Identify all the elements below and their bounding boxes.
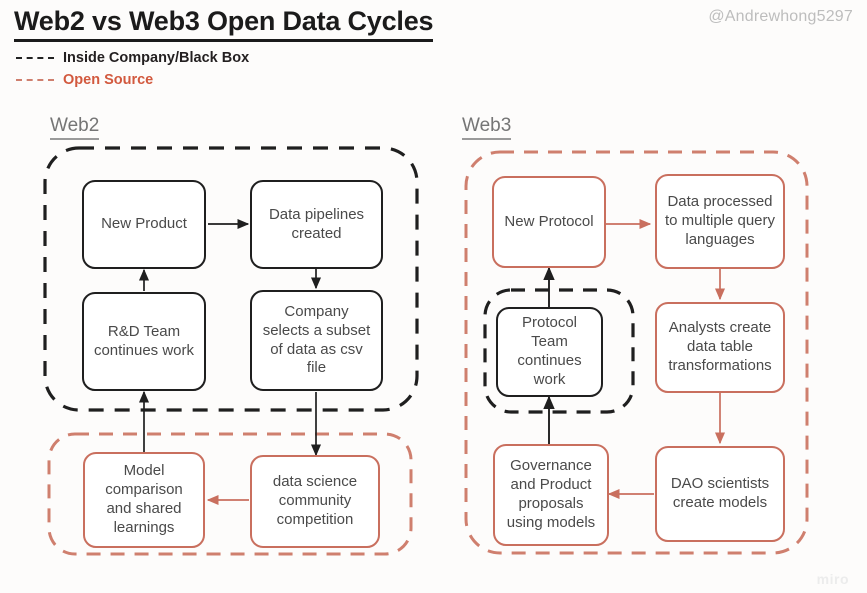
miro-watermark: miro xyxy=(816,571,849,587)
node-analysts-create[interactable]: Analysts create data table transformatio… xyxy=(655,302,785,393)
node-data-science-comp[interactable]: data science community competition xyxy=(250,455,380,548)
node-new-protocol[interactable]: New Protocol xyxy=(492,176,606,268)
column-title-web3: Web3 xyxy=(462,115,512,140)
node-rd-team[interactable]: R&D Team continues work xyxy=(82,292,206,391)
node-protocol-team[interactable]: Protocol Team continues work xyxy=(496,307,603,397)
column-title-web2: Web2 xyxy=(50,115,100,140)
dashed-line-icon xyxy=(16,57,54,59)
dashed-line-icon xyxy=(16,79,54,81)
legend-label: Open Source xyxy=(63,72,154,88)
legend-item-inside-company: Inside Company/Black Box xyxy=(16,50,249,66)
page-title: Web2 vs Web3 Open Data Cycles xyxy=(14,6,434,43)
node-data-processed[interactable]: Data processed to multiple query languag… xyxy=(655,174,785,269)
author-handle-watermark: @Andrewhong5297 xyxy=(708,8,853,25)
node-model-comparison[interactable]: Model comparison and shared learnings xyxy=(83,452,205,548)
node-governance[interactable]: Governance and Product proposals using m… xyxy=(493,444,609,546)
legend-item-open-source: Open Source xyxy=(16,72,153,88)
node-dao-scientists[interactable]: DAO scientists create models xyxy=(655,446,785,542)
node-company-subset[interactable]: Company selects a subset of data as csv … xyxy=(250,290,383,391)
legend-label: Inside Company/Black Box xyxy=(63,50,250,66)
node-data-pipelines[interactable]: Data pipelines created xyxy=(250,180,383,269)
node-new-product[interactable]: New Product xyxy=(82,180,206,269)
